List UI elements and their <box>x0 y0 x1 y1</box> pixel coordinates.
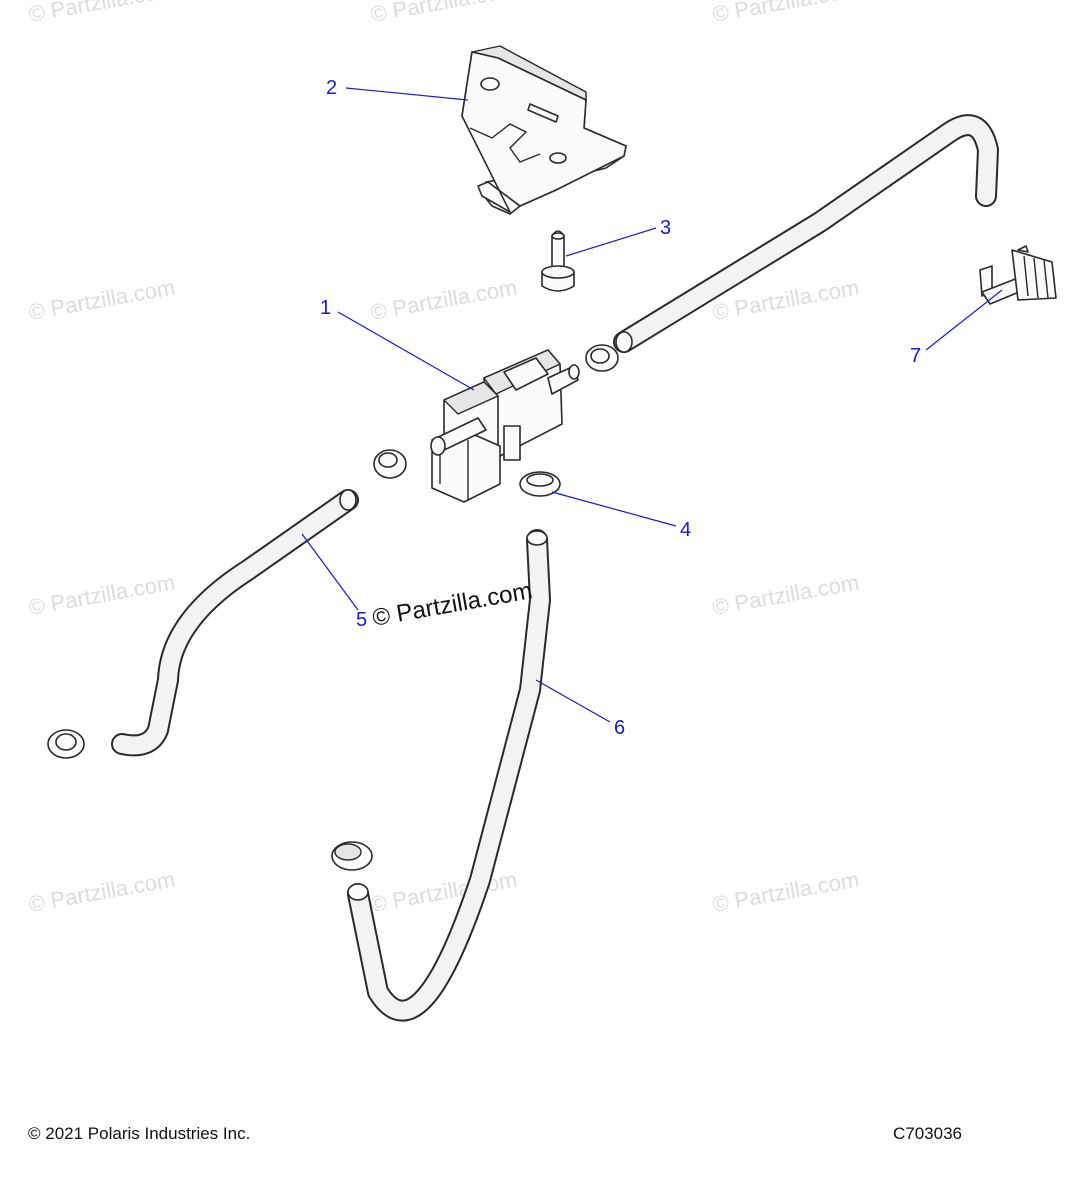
hose-left <box>111 489 359 757</box>
clamp-part <box>47 729 85 759</box>
watermark-text: © Partzilla.com <box>27 0 177 27</box>
watermark-text: © Partzilla.com <box>369 867 519 917</box>
callouts: 1 2 3 4 5 6 7 <box>320 77 921 739</box>
valve-part <box>430 349 580 503</box>
leader-line-1 <box>337 311 475 391</box>
leader-lines <box>301 87 1003 723</box>
diagram-code: C703036 <box>893 1124 963 1143</box>
bracket-part <box>461 45 627 215</box>
callout-7[interactable]: 7 <box>910 345 921 367</box>
leader-line-4 <box>551 491 677 527</box>
watermark-text: © Partzilla.com <box>711 0 861 27</box>
leader-line-6 <box>535 679 611 723</box>
callout-3[interactable]: 3 <box>660 217 671 239</box>
bolt-part <box>541 230 575 292</box>
watermark-text: © Partzilla.com <box>711 570 861 620</box>
hose-lower <box>347 529 551 1022</box>
copyright-text: © 2021 Polaris Industries Inc. <box>28 1124 251 1143</box>
watermark-text: © Partzilla.com <box>369 0 519 27</box>
callout-4[interactable]: 4 <box>680 519 691 541</box>
callout-6[interactable]: 6 <box>614 717 625 739</box>
watermark-text: © Partzilla.com <box>27 867 177 917</box>
callout-1[interactable]: 1 <box>320 297 331 319</box>
clamp-part <box>331 841 373 871</box>
callout-2[interactable]: 2 <box>326 77 337 99</box>
watermark-text: © Partzilla.com <box>27 570 177 620</box>
leader-line-3 <box>565 227 657 257</box>
clamp-part <box>519 471 561 497</box>
leader-line-7 <box>925 289 1003 351</box>
watermark-text: © Partzilla.com <box>27 275 177 325</box>
callout-5[interactable]: 5 <box>356 609 367 631</box>
clamp-part <box>585 344 619 372</box>
prominent-watermark: © Partzilla.com <box>370 577 534 632</box>
clamp-part <box>373 449 407 479</box>
fitting-part <box>979 245 1057 305</box>
hose-upper <box>613 114 999 353</box>
watermark-text: © Partzilla.com <box>369 275 519 325</box>
watermark-text: © Partzilla.com <box>711 867 861 917</box>
leader-line-2 <box>345 87 469 101</box>
leader-line-5 <box>301 533 359 611</box>
